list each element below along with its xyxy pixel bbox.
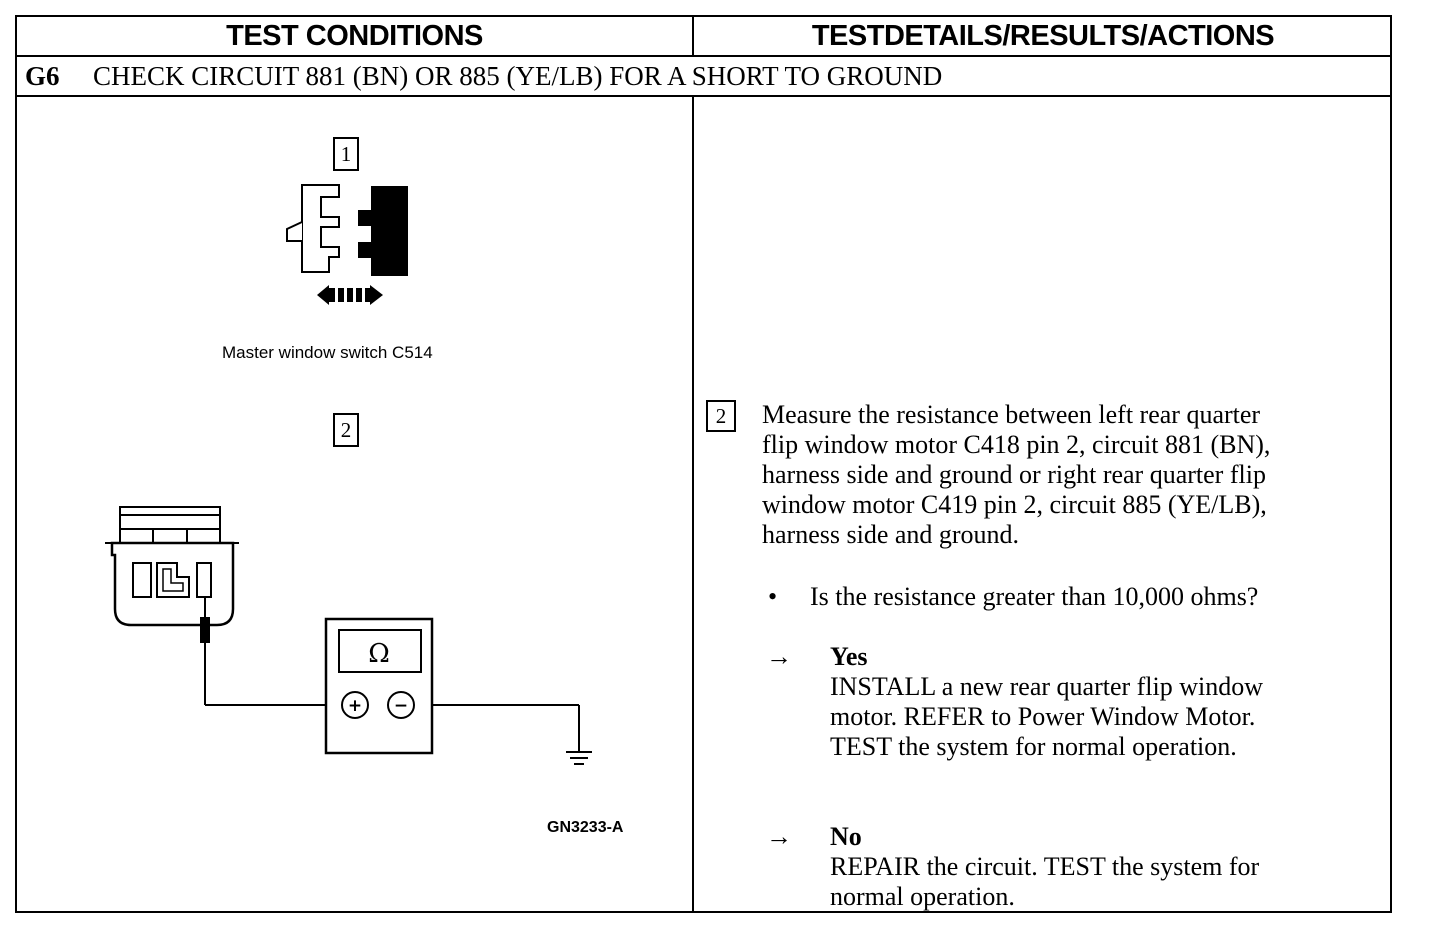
instruction-line: Measure the resistance between left rear… [762, 400, 1261, 429]
test-table: TEST CONDITIONS TESTDETAILS/RESULTS/ACTI… [15, 15, 1392, 913]
disconnect-arrow-icon [317, 285, 383, 305]
step-number: G6 [25, 60, 60, 91]
yes-label: Yes [830, 642, 868, 671]
yes-line: TEST the system for normal operation. [830, 732, 1237, 761]
figure-id: GN3233-A [547, 819, 624, 836]
harness-connector-icon [105, 506, 239, 627]
no-line: normal operation. [830, 882, 1015, 911]
instruction-text: Measure the resistance between left rear… [762, 400, 1270, 550]
yes-line: motor. REFER to Power Window Motor. [830, 702, 1256, 731]
yes-line: INSTALL a new rear quarter flip window [830, 672, 1264, 701]
callout-1: 1 [333, 137, 359, 171]
test-details-column: 2 Measure the resistance between left re… [694, 97, 1392, 913]
question-text: Is the resistance greater than 10,000 oh… [810, 582, 1259, 611]
no-line: REPAIR the circuit. TEST the system for [830, 852, 1260, 881]
no-block: No REPAIR the circuit. TEST the system f… [830, 822, 1259, 912]
yes-block: Yes INSTALL a new rear quarter flip wind… [830, 642, 1263, 762]
ohmmeter-icon [324, 617, 434, 755]
connector-halves-icon [286, 184, 408, 276]
test-conditions-column: 1 [17, 97, 694, 913]
test-leads [200, 597, 580, 752]
figure-caption: Master window switch C514 [222, 343, 433, 362]
ground-icon [566, 751, 592, 765]
step-row: G6 CHECK CIRCUIT 881 (BN) OR 885 (YE/LB)… [17, 57, 1392, 97]
meter-plus-terminal: + [348, 696, 362, 716]
instruction-line: flip window motor C418 pin 2, circuit 88… [762, 430, 1271, 459]
yes-arrow-icon: → [766, 642, 792, 671]
instruction-line: window motor C419 pin 2, circuit 885 (YE… [762, 490, 1267, 519]
callout-2-details: 2 [706, 400, 736, 432]
no-arrow-icon: → [766, 822, 792, 851]
connector-diagram: Ω + − [105, 184, 592, 765]
instruction-line: harness side and ground. [762, 520, 1020, 549]
step-title: CHECK CIRCUIT 881 (BN) OR 885 (YE/LB) FO… [93, 60, 943, 91]
meter-minus-terminal: − [394, 696, 408, 716]
meter-ohm-symbol: Ω [368, 639, 390, 669]
header-test-conditions: TEST CONDITIONS [17, 17, 694, 57]
callout-2-figure: 2 [333, 413, 359, 447]
question-bullet: • [768, 582, 778, 611]
instruction-line: harness side and ground or right rear qu… [762, 460, 1266, 489]
header-test-details: TESTDETAILS/RESULTS/ACTIONS [694, 17, 1392, 57]
no-label: No [830, 822, 862, 851]
